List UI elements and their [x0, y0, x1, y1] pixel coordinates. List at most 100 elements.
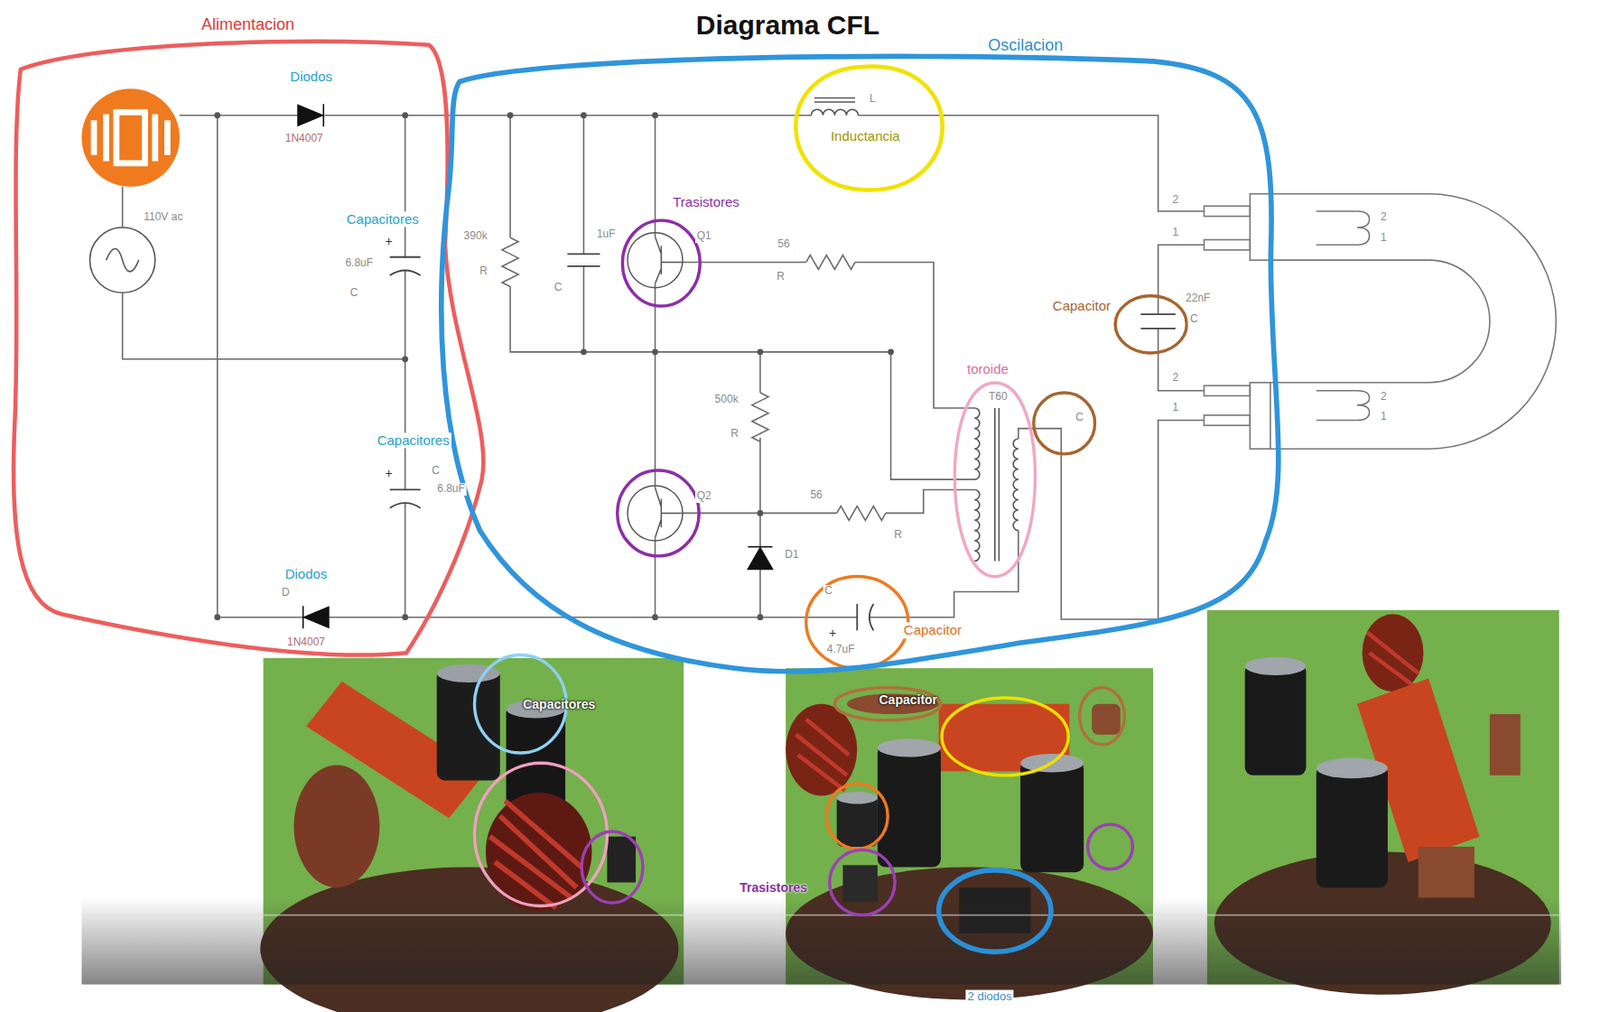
region-outline [440, 55, 1278, 671]
part-value: 4.7uF [825, 643, 857, 657]
photo-board [1316, 765, 1388, 889]
part-value: 6.8uF [343, 257, 375, 270]
junction-dot [757, 613, 764, 621]
part-ref: C [348, 288, 361, 301]
photo-board [1489, 714, 1521, 776]
lamp-tube [1249, 382, 1271, 449]
capacitor-symbol [390, 489, 421, 508]
section-label: Capacitores [344, 211, 421, 227]
region-title: Alimentacion [199, 15, 297, 35]
annotation-scribble [581, 831, 643, 903]
part-value: 56 [808, 489, 824, 503]
part-ref: Q1 [695, 230, 714, 243]
annotation-scribble [1088, 824, 1134, 870]
polarity-mark: + [382, 465, 394, 481]
power-icon [81, 88, 179, 187]
diagram-title: Diagrama CFL [694, 9, 882, 42]
transformer-symbol [974, 489, 980, 561]
capacitor-symbol [856, 604, 874, 631]
part-ref: L [867, 93, 878, 106]
annotation-scribble [806, 576, 909, 669]
part-value: 1uF [595, 228, 618, 242]
photo-board [877, 738, 941, 757]
part-ref: R [728, 428, 741, 442]
photo-frame [81, 897, 1562, 985]
part-number: 1N4007 [285, 636, 327, 650]
circuit-wire [510, 115, 975, 480]
resistor-symbol [837, 506, 886, 521]
photo-board [1316, 758, 1388, 780]
inductor-symbol [810, 109, 858, 115]
region-outline [13, 41, 484, 656]
part-ref: C [429, 465, 442, 478]
photo-board [1245, 657, 1307, 676]
diode-symbol [297, 104, 323, 126]
transformer-symbol [974, 408, 980, 480]
annotation-scribble [622, 220, 700, 307]
junction-dot [507, 111, 514, 119]
lamp-tube [1249, 194, 1271, 261]
photo-label: Capacitor [876, 692, 940, 707]
region-title: toroide [965, 361, 1011, 377]
pin-number: 2 [1378, 390, 1389, 404]
lamp-tube [1270, 194, 1556, 450]
photo-board [842, 865, 877, 903]
polarity-mark: + [827, 625, 838, 641]
annotation-scribble [1115, 296, 1187, 354]
power-region: Alimentacion [6, 8, 501, 672]
part-ref: D1 [782, 548, 800, 562]
pin-number: 1 [1171, 226, 1182, 240]
part-value: T60 [986, 390, 1010, 404]
part-ref: Q2 [695, 490, 714, 503]
ac-source-symbol [106, 248, 140, 271]
transformer-symbol [974, 408, 1019, 562]
resistor-symbol [502, 237, 519, 287]
photo-board [1418, 846, 1475, 899]
photo-board [294, 765, 381, 889]
section-label: Trasistores [670, 194, 742, 210]
part-ref: R [477, 265, 490, 279]
part-ref: D [279, 586, 292, 600]
resistor-symbol [752, 392, 769, 442]
capacitor-symbol [567, 253, 600, 267]
annotation-scribble [829, 849, 895, 915]
circuit-wire [217, 115, 1019, 618]
junction-dot [580, 111, 587, 119]
power-icon [81, 88, 179, 187]
resistor-symbol [806, 255, 856, 270]
pin-number: 2 [1171, 372, 1182, 385]
photo-frame [81, 914, 1562, 917]
photo-board [837, 791, 878, 805]
diode-symbol [297, 103, 773, 629]
part-ref: C [552, 281, 565, 295]
region-outline [954, 382, 1035, 577]
transistor-symbol [627, 232, 683, 289]
caption-label: 2 diodos [966, 990, 1014, 1005]
diode-symbol [302, 605, 305, 629]
lamp-tube [1203, 205, 1250, 216]
photo-board [606, 837, 636, 884]
part-value: 6.8uF [435, 483, 467, 497]
lamp-tube [1203, 415, 1250, 426]
lamp-tube [1316, 390, 1370, 421]
region-outline [795, 65, 942, 190]
junction-dot [887, 348, 894, 355]
photo-board [785, 704, 857, 797]
lamp-tube [1203, 385, 1250, 396]
junction-dot [651, 348, 659, 355]
diode-symbol [304, 606, 329, 628]
power-icon [116, 111, 146, 164]
junction-dot [401, 111, 409, 119]
circuit-wire [654, 115, 657, 618]
photo-board [1245, 663, 1307, 776]
lamp-tube [1270, 260, 1490, 383]
junction-dot [757, 348, 764, 355]
inductor-callout: Inductancia [781, 61, 955, 196]
junction-dot [213, 111, 221, 119]
junction-dot [213, 111, 894, 621]
photo-frame [81, 897, 1562, 985]
part-ref: C [822, 586, 835, 599]
capacitor-symbol [390, 257, 421, 276]
